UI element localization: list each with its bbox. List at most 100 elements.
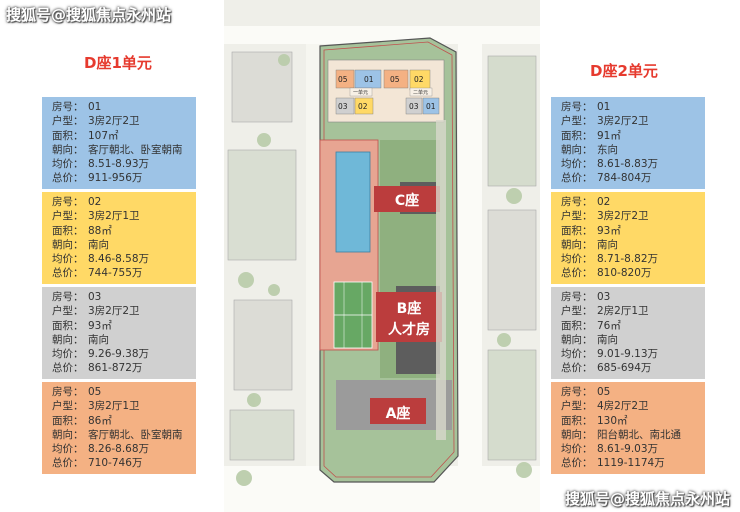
field-value: 01 xyxy=(597,101,611,113)
field-label: 户型： xyxy=(561,115,593,128)
field-label: 总价： xyxy=(52,172,84,185)
d-unit2-room-03: 03 xyxy=(409,102,419,111)
field-label: 总价： xyxy=(561,267,593,280)
field-value: 91㎡ xyxy=(597,129,621,142)
d-unit1-room-02: 02 xyxy=(358,102,368,111)
field-value: 03 xyxy=(597,291,611,303)
right-unit-title: D座2单元 xyxy=(590,62,658,80)
field-value: 8.61-9.03万 xyxy=(597,443,659,456)
swimming-pool xyxy=(335,151,371,253)
field-value: 02 xyxy=(88,196,102,208)
field-value: 南向 xyxy=(88,333,109,346)
field-label: 面积： xyxy=(52,129,84,142)
card-row-avg-price: 均价：9.01-9.13万 xyxy=(561,347,705,361)
field-value: 9.01-9.13万 xyxy=(597,348,659,361)
card-row-orientation: 朝向：客厅朝北、卧室朝南 xyxy=(52,428,196,442)
field-label: 面积： xyxy=(52,224,84,237)
field-value: 02 xyxy=(597,196,611,208)
field-value: 南向 xyxy=(597,238,618,251)
card-row-orientation: 朝向： 南向 xyxy=(561,238,705,252)
d-unit1-room-05: 05 xyxy=(338,75,348,84)
west-road xyxy=(306,44,320,466)
building-a-label: A座 xyxy=(386,405,411,422)
field-label: 面积： xyxy=(52,414,84,427)
building-a-label-bg xyxy=(370,398,426,424)
field-value: 8.46-8.58万 xyxy=(88,253,150,266)
field-label: 面积： xyxy=(52,319,84,332)
card-row-room: 房号：02 xyxy=(561,195,705,209)
field-label: 朝向： xyxy=(561,238,593,251)
field-label: 总价： xyxy=(52,362,84,375)
d-unit1-room-03: 03 xyxy=(338,102,348,111)
card-row-layout: 户型： 3房2厅2卫 xyxy=(52,114,196,128)
field-value: 911-956万 xyxy=(88,172,143,185)
card-row-orientation: 朝向：南向 xyxy=(52,238,196,252)
field-value: 784-804万 xyxy=(597,172,652,185)
field-value: 744-755万 xyxy=(88,267,143,280)
card-row-total-price: 总价：784-804万 xyxy=(561,171,705,185)
field-label: 朝向： xyxy=(52,333,84,346)
field-value: 130㎡ xyxy=(597,414,628,427)
field-value: 8.61-8.83万 xyxy=(597,158,659,171)
field-value: 3房2厅2卫 xyxy=(597,210,649,223)
building-c-label: C座 xyxy=(395,192,419,209)
field-value: 3房2厅2卫 xyxy=(88,115,140,128)
card-row-total-price: 总价：1119-1174万 xyxy=(561,456,705,470)
card-row-total-price: 总价： 911-956万 xyxy=(52,171,196,185)
field-value: 客厅朝北、卧室朝南 xyxy=(88,143,183,156)
field-value: 01 xyxy=(88,101,102,113)
field-value: 76㎡ xyxy=(597,319,621,332)
field-label: 户型： xyxy=(52,210,84,223)
card-row-layout: 户型：3房2厅2卫 xyxy=(561,114,705,128)
field-value: 3房2厅1卫 xyxy=(88,400,140,413)
card-row-room: 房号：05 xyxy=(52,385,196,399)
card-row-avg-price: 均价：9.26-9.38万 xyxy=(52,347,196,361)
card-row-orientation: 朝向：阳台朝北、南北通 xyxy=(561,428,705,442)
card-row-avg-price: 均价：8.71-8.82万 xyxy=(561,252,705,266)
card-row-avg-price: 均价：8.61-8.83万 xyxy=(561,157,705,171)
field-label: 房号： xyxy=(561,101,593,113)
field-label: 房号： xyxy=(52,196,84,208)
card-row-avg-price: 均价：8.26-8.68万 xyxy=(52,442,196,456)
field-label: 均价： xyxy=(52,348,84,361)
card-row-area: 面积：88㎡ xyxy=(52,224,196,238)
east-path xyxy=(436,120,446,440)
field-label: 户型： xyxy=(561,400,593,413)
field-value: 南向 xyxy=(597,333,618,346)
d-unit2-rooms xyxy=(383,69,440,115)
card-row-layout: 户型： 3房2厅1卫 xyxy=(52,209,196,223)
field-label: 房号： xyxy=(52,101,84,113)
red-line xyxy=(323,41,455,478)
card-row-room: 房号：05 xyxy=(561,385,705,399)
field-label: 均价： xyxy=(52,158,84,171)
card-row-total-price: 总价：710-746万 xyxy=(52,456,196,470)
field-label: 房号： xyxy=(52,291,84,303)
field-label: 朝向： xyxy=(52,238,84,251)
field-value: 东向 xyxy=(597,143,618,156)
field-label: 房号： xyxy=(561,291,593,303)
card-row-total-price: 总价：810-820万 xyxy=(561,266,705,280)
field-label: 户型： xyxy=(561,210,593,223)
card-row-room: 房号： 01 xyxy=(561,100,705,114)
building-b-label: B座 xyxy=(397,300,422,317)
field-value: 93㎡ xyxy=(88,319,112,332)
field-label: 均价： xyxy=(561,253,593,266)
field-value: 3房2厅1卫 xyxy=(88,210,140,223)
field-value: 685-694万 xyxy=(597,362,652,375)
card-row-layout: 户型：4房2厅2卫 xyxy=(561,399,705,413)
field-value: 阳台朝北、南北通 xyxy=(597,428,681,441)
field-value: 1119-1174万 xyxy=(597,457,665,470)
card-row-orientation: 朝向：客厅朝北、卧室朝南 xyxy=(52,143,196,157)
field-label: 户型： xyxy=(52,115,84,128)
card-row-room: 房号： 03 xyxy=(561,290,705,304)
field-label: 均价： xyxy=(561,443,593,456)
watermark-top: 搜狐号@搜狐焦点永州站 xyxy=(6,6,172,24)
field-label: 总价： xyxy=(561,362,593,375)
card-row-area: 面积：93㎡ xyxy=(561,224,705,238)
